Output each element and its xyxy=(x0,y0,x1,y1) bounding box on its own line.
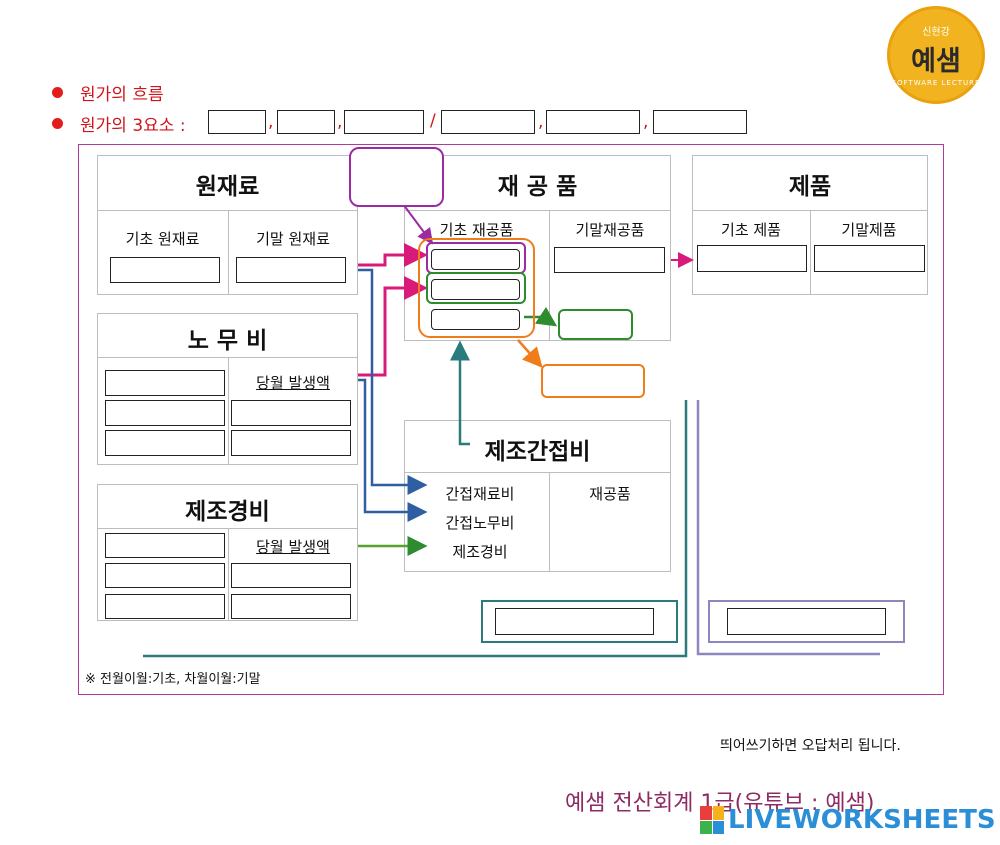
cost-element-input-1[interactable] xyxy=(208,110,266,134)
wip-title: 재 공 품 xyxy=(497,174,578,200)
separator-comma: , xyxy=(538,112,544,132)
wip-end-label: 기말재공품 xyxy=(575,221,645,239)
bullet-cost-elements: 원가의 3요소 : xyxy=(52,111,186,136)
divider xyxy=(97,357,358,358)
bullet-cost-flow-label: 원가의 흐름 xyxy=(80,85,164,105)
logo-main-text: 예샘 xyxy=(911,46,961,77)
product-title: 제품 xyxy=(788,174,832,200)
labor-right-input-2[interactable] xyxy=(231,430,351,456)
cost-element-input-2[interactable] xyxy=(277,110,335,134)
orange-answer-box[interactable] xyxy=(541,364,645,398)
divider xyxy=(404,472,671,473)
overhead-item-indirect-labor: 간접노무비 xyxy=(445,514,515,532)
divider xyxy=(97,210,358,211)
cost-element-input-4[interactable] xyxy=(441,110,535,134)
mfg-expense-title: 제조경비 xyxy=(185,499,270,525)
product-end-input[interactable] xyxy=(814,245,925,272)
cost-element-input-3[interactable] xyxy=(344,110,424,134)
mfg-expense-left-input-3[interactable] xyxy=(105,594,225,619)
divider xyxy=(97,528,358,529)
logo-bottom-text: SOFTWARE LECTURE xyxy=(891,79,981,87)
overhead-item-indirect-material: 간접재료비 xyxy=(445,485,515,503)
labor-current-label: 당월 발생액 xyxy=(256,374,330,392)
liveworksheets-badge: LIVEWORKSHEETS xyxy=(700,805,996,835)
labor-left-input-1[interactable] xyxy=(105,370,225,396)
wip-orange-group xyxy=(418,238,535,338)
separator-comma: , xyxy=(268,112,274,132)
raw-material-title: 원재료 xyxy=(195,174,260,200)
labor-left-input-2[interactable] xyxy=(105,400,225,426)
mfg-expense-current-label: 당월 발생액 xyxy=(256,538,330,556)
separator-comma: , xyxy=(337,112,343,132)
wip-end-input[interactable] xyxy=(554,247,665,273)
bullet-cost-elements-label: 원가의 3요소 : xyxy=(80,116,186,136)
lavender-total-input[interactable] xyxy=(727,608,886,635)
wip-begin-label: 기초 재공품 xyxy=(439,221,514,239)
divider xyxy=(228,528,229,621)
mfg-expense-right-input-2[interactable] xyxy=(231,594,351,619)
mfg-expense-left-input-1[interactable] xyxy=(105,533,225,558)
cost-flow-diagram-frame xyxy=(78,144,944,695)
green-answer-box[interactable] xyxy=(558,309,633,340)
raw-material-end-label: 기말 원재료 xyxy=(256,230,330,248)
divider xyxy=(228,357,229,465)
bullet-dot-icon xyxy=(52,118,63,129)
product-begin-label: 기초 제품 xyxy=(721,221,781,239)
cost-element-input-5[interactable] xyxy=(546,110,640,134)
overhead-account xyxy=(404,420,671,572)
teal-total-input[interactable] xyxy=(495,608,654,635)
labor-right-input-1[interactable] xyxy=(231,400,351,426)
wip-flow-input-2[interactable] xyxy=(431,279,520,300)
overhead-title: 제조간접비 xyxy=(484,439,591,465)
spacing-instruction: 띄어쓰기하면 오답처리 됩니다. xyxy=(720,738,901,754)
liveworksheets-text: LIVEWORKSHEETS xyxy=(728,805,996,835)
bullet-cost-flow: 원가의 흐름 xyxy=(52,80,164,105)
product-end-label: 기말제품 xyxy=(841,221,897,239)
cost-element-input-6[interactable] xyxy=(653,110,747,134)
mfg-expense-left-input-2[interactable] xyxy=(105,563,225,588)
divider xyxy=(549,472,550,572)
separator-comma: , xyxy=(643,112,649,132)
wip-flow-input-3[interactable] xyxy=(431,309,520,330)
carry-over-note: ※ 전월이월:기초, 차월이월:기말 xyxy=(85,672,261,687)
raw-material-begin-label: 기초 원재료 xyxy=(125,230,200,248)
raw-material-begin-input[interactable] xyxy=(110,257,220,283)
divider xyxy=(404,210,671,211)
product-begin-input[interactable] xyxy=(697,245,807,272)
labor-title: 노 무 비 xyxy=(187,328,268,354)
divider xyxy=(228,210,229,295)
wip-begin-input[interactable] xyxy=(431,249,520,270)
bullet-dot-icon xyxy=(52,87,63,98)
wip-top-answer-box[interactable] xyxy=(349,147,444,207)
labor-left-input-3[interactable] xyxy=(105,430,225,456)
overhead-item-mfg-expense: 제조경비 xyxy=(452,543,508,561)
logo-top-text: 신현강 xyxy=(922,27,950,38)
separator-slash: / xyxy=(430,111,436,131)
divider xyxy=(810,210,811,295)
mfg-expense-right-input-1[interactable] xyxy=(231,563,351,588)
divider xyxy=(549,210,550,341)
overhead-right-label: 재공품 xyxy=(589,485,631,503)
brand-logo: 신현강 예샘 SOFTWARE LECTURE xyxy=(887,6,985,104)
liveworksheets-logo-icon xyxy=(700,806,724,834)
wip-green-group xyxy=(426,272,526,304)
raw-material-end-input[interactable] xyxy=(236,257,346,283)
